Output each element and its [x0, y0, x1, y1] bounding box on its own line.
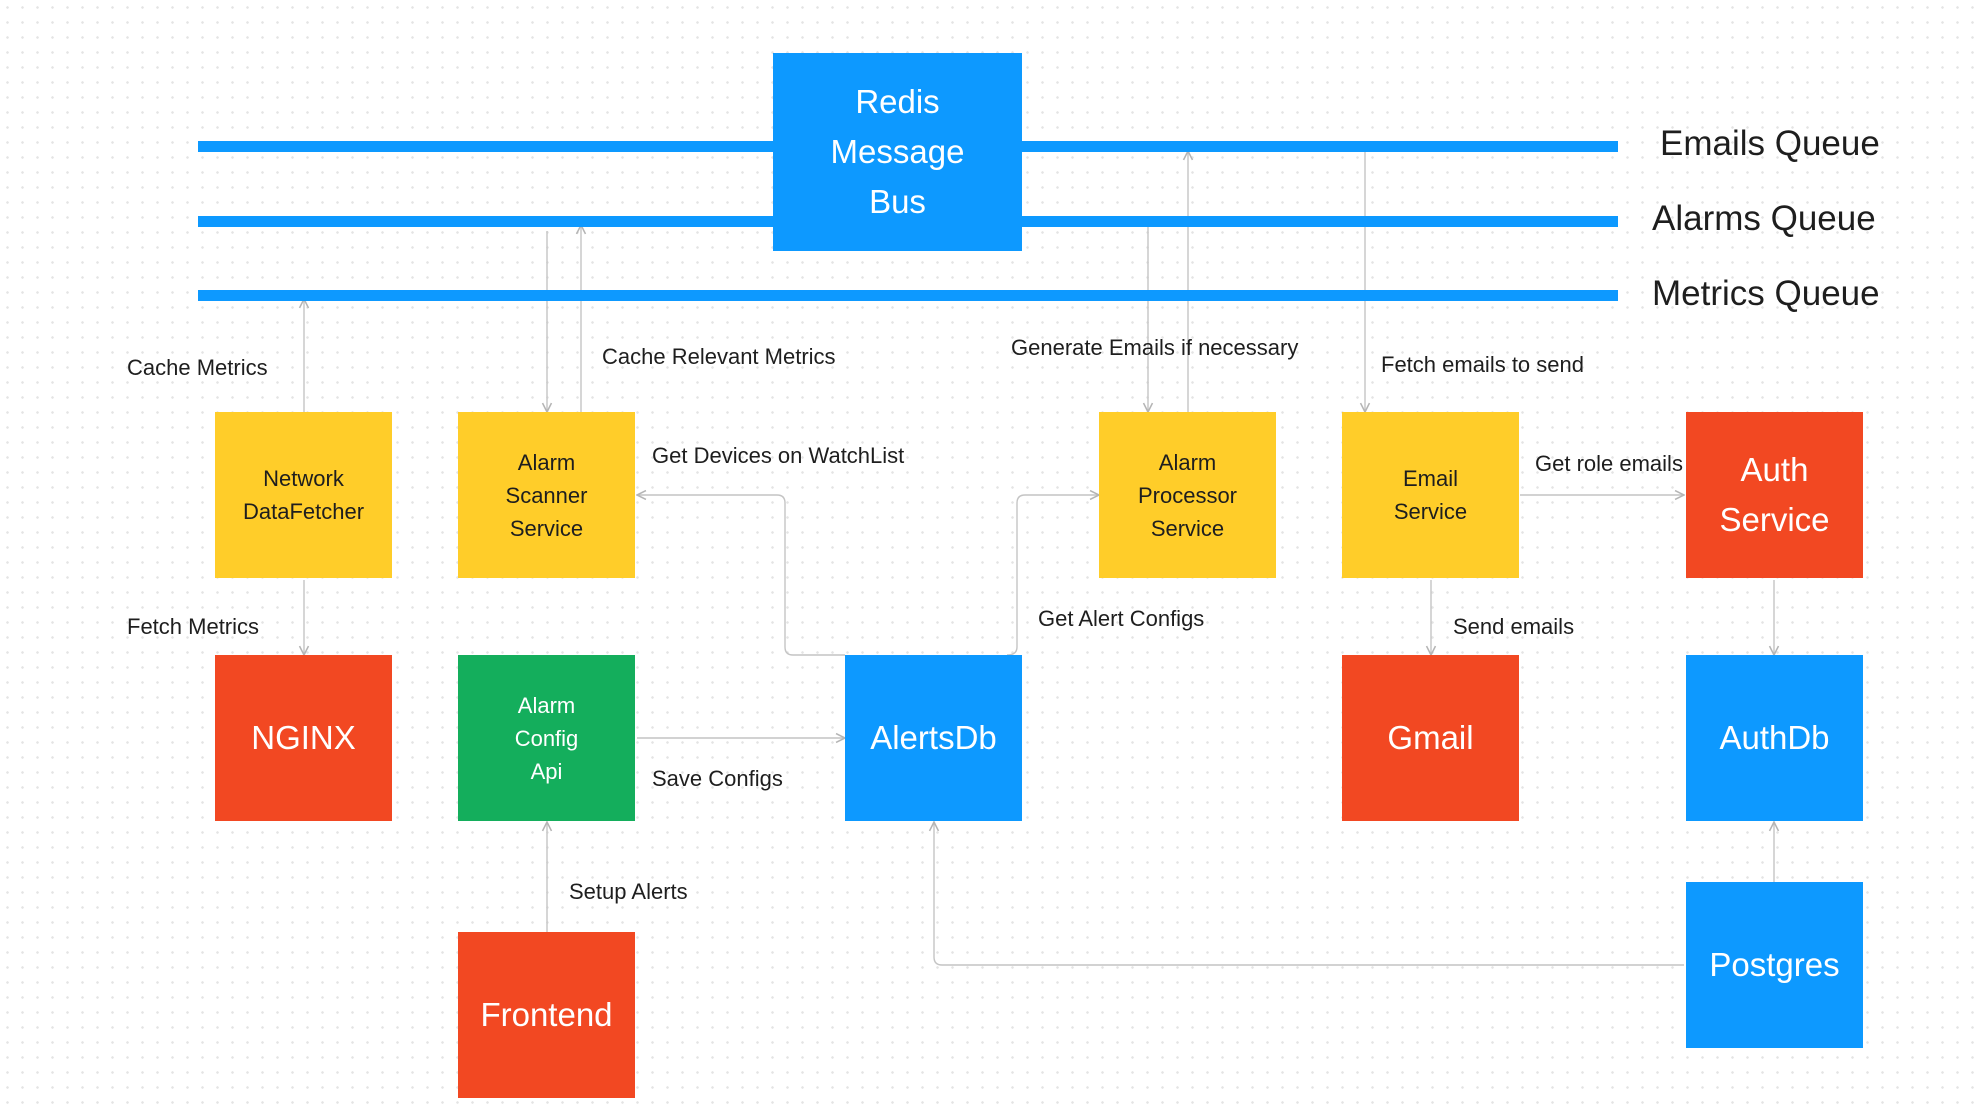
network-datafetcher-node[interactable]: Network DataFetcher [215, 412, 392, 578]
metrics-queue-bar [198, 290, 1618, 301]
edge-label-cache-metrics: Cache Metrics [127, 355, 268, 380]
edge-label-generate-emails: Generate Emails if necessary [1011, 335, 1299, 360]
email-service-line-1: Email [1402, 466, 1458, 491]
auth-service-line-1: Auth [1740, 451, 1809, 488]
email-service-node[interactable]: Email Service [1342, 412, 1519, 578]
postgres-label: Postgres [1709, 946, 1840, 983]
gmail-label: Gmail [1387, 719, 1474, 756]
edge-label-fetch-metrics: Fetch Metrics [127, 614, 260, 639]
edge-label-get-devices: Get Devices on WatchList [652, 443, 905, 468]
alarm-scanner-line-2: Scanner [505, 482, 588, 508]
redis-bus-line-2: Message [830, 133, 965, 170]
frontend-node[interactable]: Frontend [458, 932, 635, 1098]
alertsdb-node[interactable]: AlertsDb [845, 655, 1022, 821]
edge-label-send-emails: Send emails [1453, 614, 1575, 639]
edge-postgres-alertsdb [934, 822, 1684, 966]
alarm-config-line-2: Config [514, 725, 579, 751]
alarm-scanner-line-1: Alarm [517, 449, 576, 475]
alarm-config-api-node[interactable]: Alarm Config Api [458, 655, 635, 821]
edge-get-devices [637, 495, 845, 656]
frontend-label: Frontend [480, 996, 613, 1033]
redis-message-bus-node[interactable]: Redis Message Bus [773, 53, 1022, 251]
alarm-processor-line-1: Alarm [1158, 449, 1217, 475]
edge-label-get-alert-configs: Get Alert Configs [1038, 606, 1205, 631]
alarm-processor-line-3: Service [1150, 515, 1225, 541]
edge-label-setup-alerts: Setup Alerts [569, 879, 688, 904]
email-service-line-2: Service [1393, 499, 1468, 524]
alarm-config-line-3: Api [530, 758, 563, 784]
metrics-queue-label: Metrics Queue [1652, 274, 1880, 313]
authdb-node[interactable]: AuthDb [1686, 655, 1863, 821]
auth-service-node[interactable]: Auth Service [1686, 412, 1863, 578]
edge-label-get-role-emails: Get role emails [1535, 451, 1683, 476]
alarm-scanner-line-3: Service [509, 515, 584, 541]
network-fetcher-line-1: Network [263, 466, 344, 491]
edge-label-cache-relevant-metrics: Cache Relevant Metrics [602, 344, 836, 369]
redis-bus-line-1: Redis [855, 83, 940, 120]
alarm-processor-service-node[interactable]: Alarm Processor Service [1099, 412, 1276, 578]
alarm-processor-line-2: Processor [1137, 482, 1238, 508]
gmail-node[interactable]: Gmail [1342, 655, 1519, 821]
alertsdb-label: AlertsDb [870, 719, 997, 756]
redis-bus-line-3: Bus [869, 183, 926, 220]
edge-label-save-configs: Save Configs [652, 766, 783, 791]
emails-queue-label: Emails Queue [1660, 124, 1880, 163]
alarms-queue-label: Alarms Queue [1652, 199, 1876, 238]
nginx-label: NGINX [251, 719, 356, 756]
nginx-node[interactable]: NGINX [215, 655, 392, 821]
alarm-scanner-service-node[interactable]: Alarm Scanner Service [458, 412, 635, 578]
auth-service-line-2: Service [1719, 501, 1830, 538]
edge-get-alert-configs [1006, 495, 1099, 656]
alarm-config-line-1: Alarm [517, 692, 576, 718]
authdb-label: AuthDb [1719, 719, 1830, 756]
edge-label-fetch-emails: Fetch emails to send [1381, 352, 1584, 377]
network-fetcher-line-2: DataFetcher [242, 499, 365, 524]
postgres-node[interactable]: Postgres [1686, 882, 1863, 1048]
